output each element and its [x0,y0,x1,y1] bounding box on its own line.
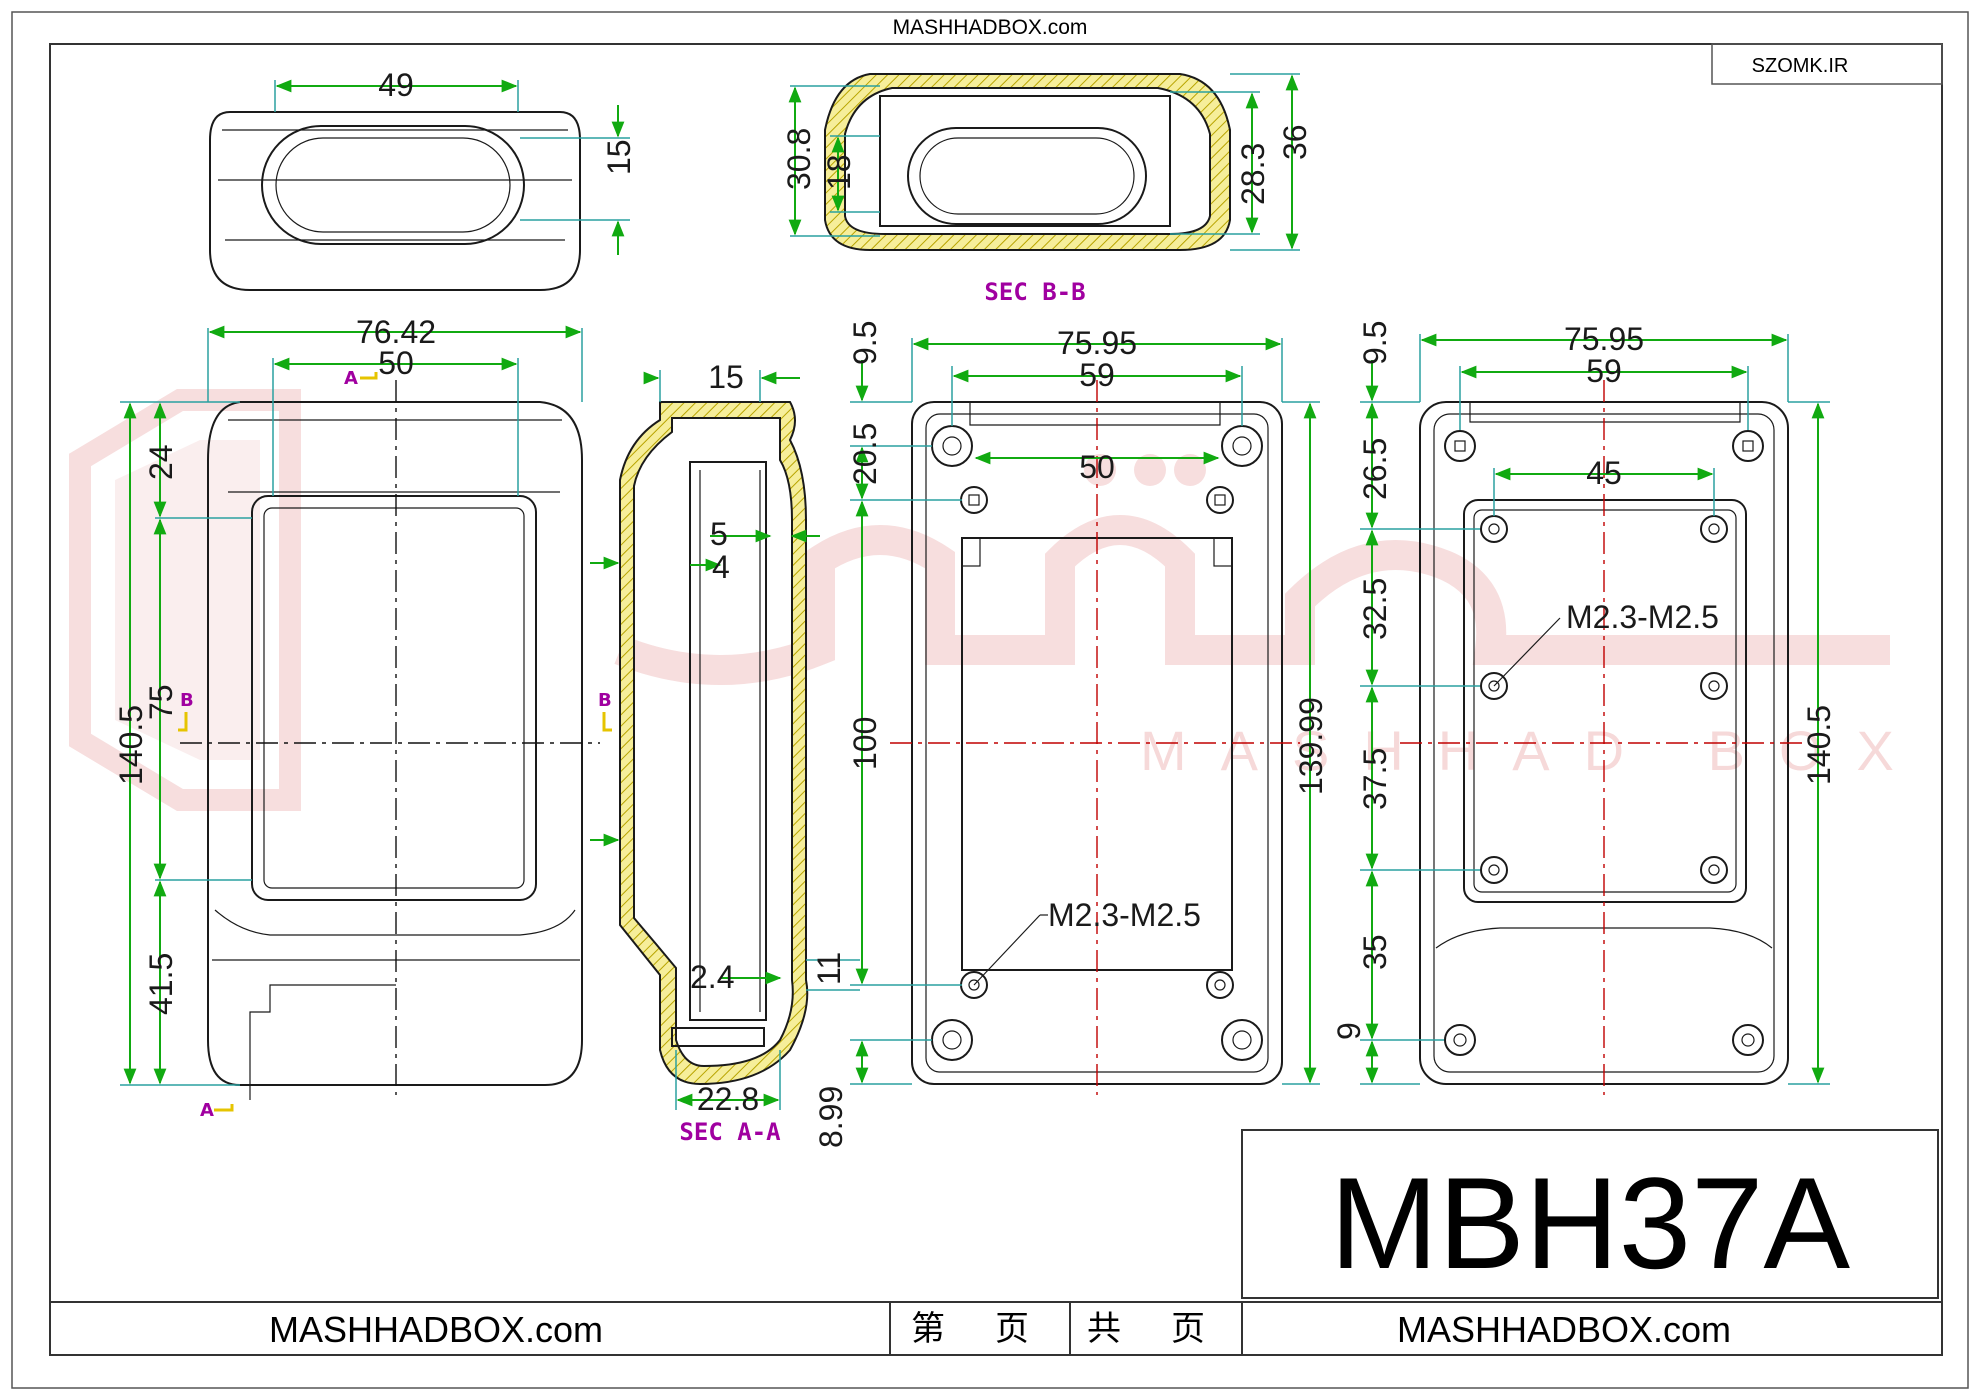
front-dim-mid: 75 [143,684,179,720]
section-aa: 15 5 4 2.4 11 22.8 SEC A-A [590,359,860,1146]
base-dim-height: 139.99 [1293,697,1329,795]
front-dim-total: 140.5 [113,705,149,785]
lid-dim-375: 37.5 [1357,748,1393,810]
footer-cell-1: 第 [911,1310,945,1348]
base-boss-tr [1206,486,1234,514]
base-dim-100: 100 [847,717,883,770]
lid-hole-6 [1700,856,1728,884]
marker-b-left: B [180,690,194,711]
lid-screw-tl [1444,430,1476,462]
lid-dim-width: 75.95 [1564,321,1644,357]
lid-dim-45: 45 [1586,455,1622,491]
lid-hole-4 [1700,672,1728,700]
base-boss-tl [960,486,988,514]
corner-label: SZOMK.IR [1752,55,1849,77]
bb-dim-28: 28.3 [1235,143,1271,205]
aa-dim-top: 15 [708,359,744,395]
end-dim-width: 49 [378,67,414,103]
front-dim-top: 24 [143,444,179,480]
drawing-frame [49,43,1943,1356]
watermark-text: MASHHAD BOX [1140,719,1928,782]
aa-dim-5: 5 [710,516,728,552]
lid-dim-height: 140.5 [1801,705,1837,785]
end-dim-height: 15 [601,139,637,175]
bb-dim-outer: 30.8 [781,128,817,190]
base-dim-59: 59 [1079,357,1115,393]
lid-screw-br [1732,1024,1764,1056]
corner-box [1711,43,1943,85]
lid-hole-3 [1480,672,1508,700]
base-dim-205: 20.5 [847,423,883,485]
lid-view: 75.95 59 45 9.5 26.5 32.5 37.5 35 9 140.… [1331,321,1837,1095]
base-callout: M2.3-M2.5 [1048,897,1201,933]
marker-a-bottom: A [200,1100,214,1121]
footer-right-site[interactable]: MASHHADBOX.com [1397,1309,1731,1350]
lid-dim-35: 35 [1357,934,1393,970]
lid-callout: M2.3-M2.5 [1566,599,1719,635]
aa-dim-11: 11 [811,952,847,985]
marker-a-top: A [344,368,358,389]
base-hole-bl [931,1019,973,1061]
front-dim-width: 76.42 [356,314,436,350]
lid-hole-2 [1700,515,1728,543]
lid-hole-5 [1480,856,1508,884]
base-boss-br [1206,971,1234,999]
base-dim-50: 50 [1079,449,1115,485]
base-hole-br [1221,1019,1263,1061]
marker-b-right: B [598,690,612,711]
bb-dim-36: 36 [1277,124,1313,160]
end-view: 49 15 [209,67,637,291]
model-box [1241,1129,1939,1299]
aa-dim-4: 4 [712,549,730,585]
sheet-border [11,11,1969,1389]
section-bb: 30.8 18 28.3 36 SEC B-B [781,73,1313,306]
lid-hole-1 [1480,515,1508,543]
lid-dim-95: 9.5 [1357,321,1393,365]
base-hole-tr [1221,425,1263,467]
header-site[interactable]: MASHHADBOX.com [893,16,1088,39]
lid-dim-59: 59 [1586,353,1622,389]
lid-dim-265: 26.5 [1357,438,1393,500]
front-view: 76.42 50 24 75 41.5 140.5 A A B B [113,314,612,1121]
lid-dim-325: 32.5 [1357,578,1393,640]
lid-dim-9: 9 [1331,1022,1367,1040]
aa-dim-bottom: 22.8 [697,1081,759,1117]
base-view: 75.95 59 50 9.5 20.5 100 8.99 139.99 M2.… [813,321,1329,1148]
footer-cell-3: 共 [1087,1310,1121,1348]
footer-cell-4: 页 [1171,1310,1205,1348]
lid-screw-tr [1732,430,1764,462]
base-dim-width: 75.95 [1057,325,1137,361]
base-hole-tl [931,425,973,467]
aa-dim-24: 2.4 [690,959,734,995]
front-dim-bottom: 41.5 [143,953,179,1015]
footer-cell-2: 页 [995,1310,1029,1348]
base-dim-95: 9.5 [847,321,883,365]
footer-left-site[interactable]: MASHHADBOX.com [269,1309,603,1350]
lid-screw-bl [1444,1024,1476,1056]
bb-dim-inner: 18 [821,154,857,190]
model-name: MBH37A [1330,1150,1850,1296]
sec-aa-label: SEC A-A [679,1118,781,1146]
sec-bb-label: SEC B-B [984,278,1085,306]
front-dim-window: 50 [378,345,414,381]
base-dim-899: 8.99 [813,1086,849,1148]
